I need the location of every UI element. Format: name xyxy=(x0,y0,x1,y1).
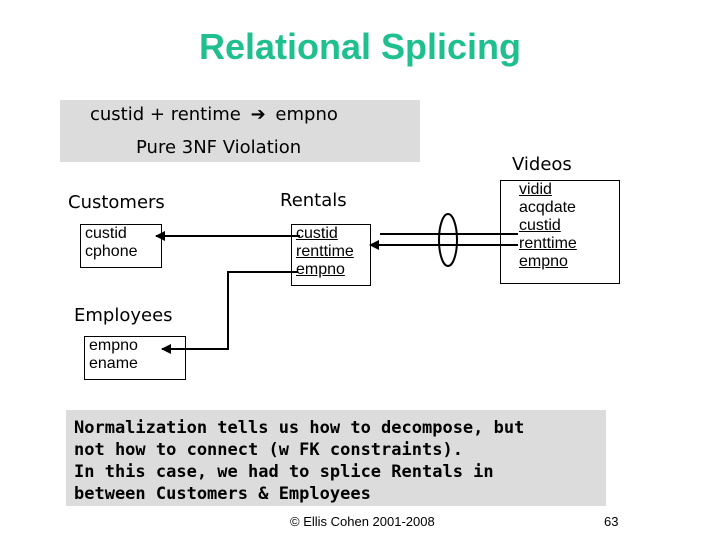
employees-table: empno ename xyxy=(84,336,186,380)
fd-dependent: empno xyxy=(275,104,338,125)
videos-attr-empno: empno xyxy=(519,253,568,270)
employees-attr-empno: empno xyxy=(89,337,138,354)
rentals-attr-custid: custid xyxy=(296,225,338,242)
link-group-ellipse xyxy=(438,213,458,267)
customers-table: custid cphone xyxy=(80,224,162,268)
customers-attr-cphone: cphone xyxy=(85,243,138,260)
page-number: 63 xyxy=(604,514,619,529)
videos-attr-renttime: renttime xyxy=(519,235,577,252)
fd-determinant: custid + rentime xyxy=(90,104,241,125)
employees-table-title: Employees xyxy=(74,305,173,326)
videos-table-title: Videos xyxy=(512,154,572,175)
functional-dependency-panel xyxy=(60,100,420,162)
note-text: Normalization tells us how to decompose,… xyxy=(74,417,604,505)
copyright-footer: © Ellis Cohen 2001-2008 xyxy=(290,514,435,529)
rentals-attr-renttime: renttime xyxy=(296,243,354,260)
videos-attr-acqdate: acqdate xyxy=(519,199,576,216)
note-line-4: between Customers & Employees xyxy=(74,484,371,504)
rentals-table-title: Rentals xyxy=(280,190,347,211)
employees-attr-ename: ename xyxy=(89,355,138,372)
note-panel xyxy=(66,410,606,506)
right-arrow-icon: ➔ xyxy=(250,104,266,125)
rentals-table: custid renttime empno xyxy=(291,224,371,286)
slide-title: Relational Splicing xyxy=(198,26,522,67)
customers-attr-custid: custid xyxy=(85,225,127,242)
note-line-1: Normalization tells us how to decompose,… xyxy=(74,418,525,438)
videos-attr-custid: custid xyxy=(519,217,561,234)
fk-arrow-rentals-to-employees xyxy=(161,271,298,354)
functional-dependency: custid + rentime ➔ empno xyxy=(90,104,338,125)
customers-table-title: Customers xyxy=(68,192,165,213)
videos-table: vidid acqdate custid renttime empno xyxy=(500,180,620,284)
note-line-2: not how to connect (w FK constraints). xyxy=(74,440,463,460)
videos-attr-vidid: vidid xyxy=(519,181,552,198)
violation-label: Pure 3NF Violation xyxy=(136,137,302,158)
rentals-attr-empno: empno xyxy=(296,261,345,278)
note-line-3: In this case, we had to splice Rentals i… xyxy=(74,462,494,482)
